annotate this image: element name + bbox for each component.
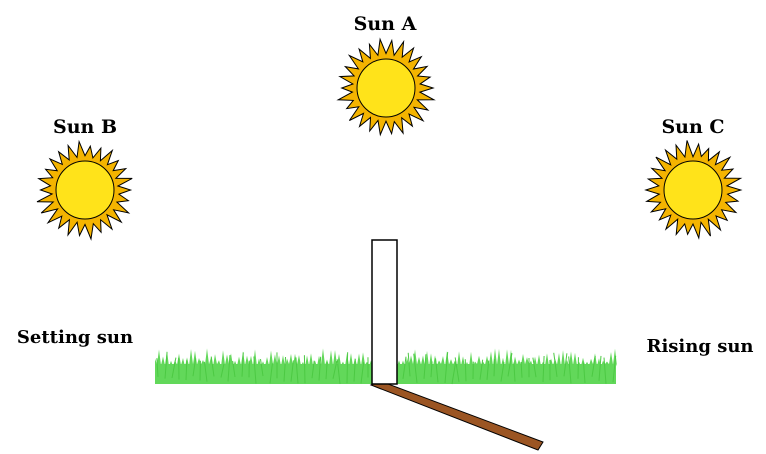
vertical-stick xyxy=(372,240,397,384)
sun-b-icon xyxy=(37,142,132,239)
sun-a-icon xyxy=(338,39,434,134)
sun-b-label: Sun B xyxy=(53,116,117,138)
sun-a-label: Sun A xyxy=(354,13,417,35)
stick-shadow xyxy=(371,381,543,450)
sun-core xyxy=(357,59,415,117)
grass-blade xyxy=(304,355,305,383)
sun-core xyxy=(664,161,722,219)
setting-sun-label: Setting sun xyxy=(17,327,133,348)
sun-c-label: Sun C xyxy=(661,116,724,138)
grass-blade xyxy=(347,352,348,383)
sun-c-icon xyxy=(646,140,741,238)
grass-blade xyxy=(494,359,495,376)
rising-sun-label: Rising sun xyxy=(646,336,753,357)
sun-core xyxy=(56,161,114,219)
